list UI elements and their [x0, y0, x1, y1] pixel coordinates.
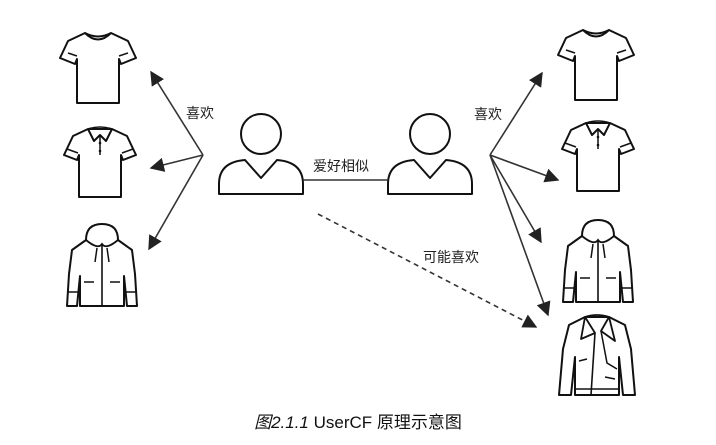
polo-shirt-icon [561, 120, 635, 192]
figure-caption: 图2.1.1 UserCF 原理示意图 [0, 412, 716, 434]
left-like-arrows [148, 70, 204, 251]
tshirt-icon [59, 32, 137, 104]
right-like-arrows [489, 71, 560, 317]
polo-shirt-icon [63, 126, 137, 198]
diagram-canvas [59, 29, 636, 396]
maybe-like-label: 可能喜欢 [423, 250, 479, 266]
tshirt-icon [557, 29, 635, 101]
left-like-label: 喜欢 [186, 106, 214, 122]
caption-text: UserCF 原理示意图 [313, 413, 462, 432]
user-icon [387, 113, 473, 195]
similar-taste-label: 爱好相似 [313, 159, 369, 175]
right-like-label: 喜欢 [474, 107, 502, 123]
figure-number: 图2.1.1 [254, 413, 309, 432]
leather-jacket-icon [558, 314, 636, 396]
hooded-jacket-icon [562, 219, 634, 303]
user-icon [218, 113, 304, 195]
hooded-jacket-icon [66, 223, 138, 307]
maybe-like-arrow [317, 213, 538, 328]
